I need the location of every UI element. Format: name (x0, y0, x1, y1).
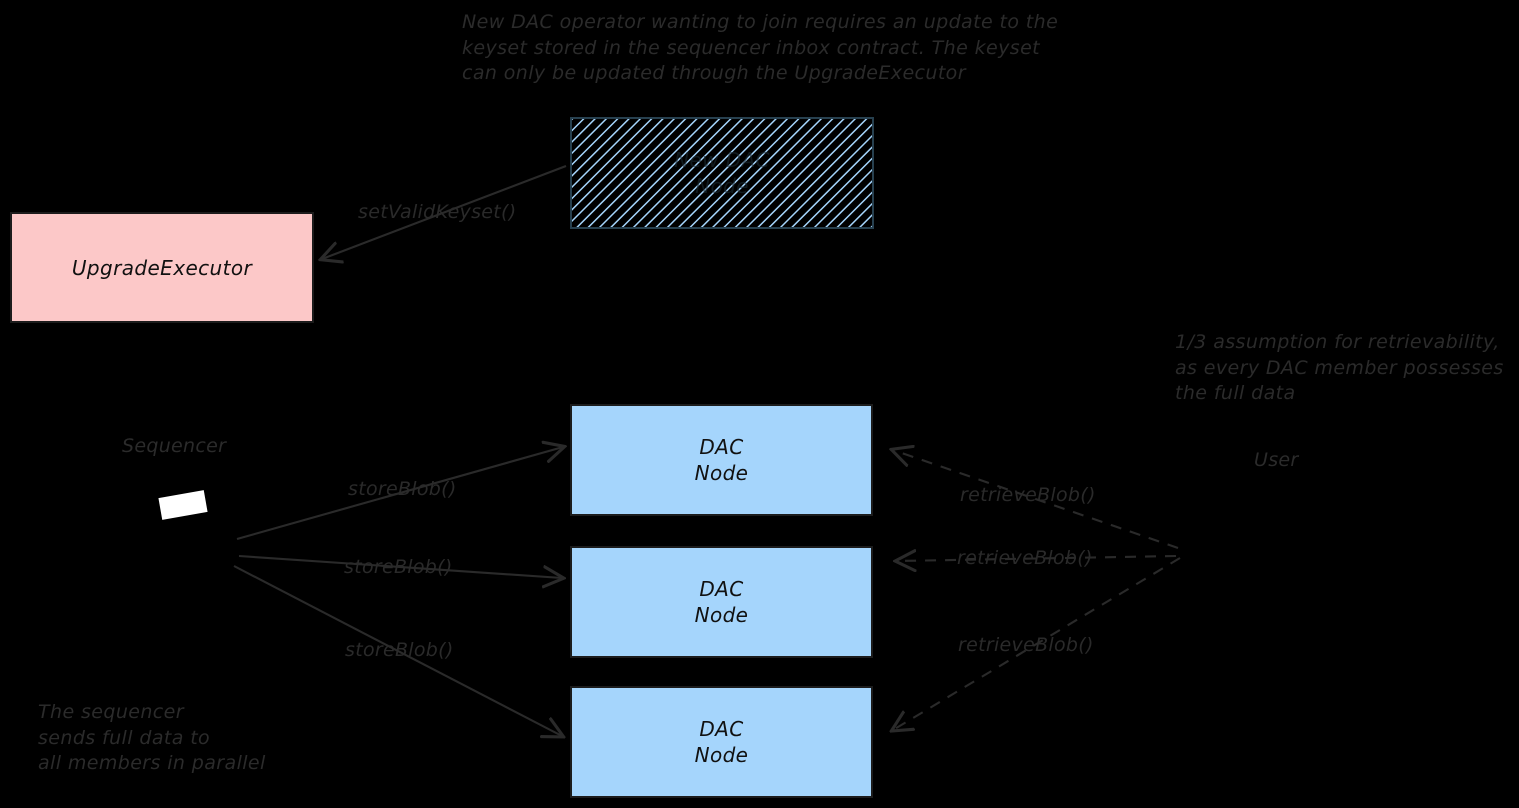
dac-node-box-1[interactable]: DAC Node (570, 404, 873, 516)
new-dac-node-box: New DAC Node (570, 117, 874, 229)
new-dac-node-hatch (570, 117, 874, 229)
arrow-store-blob-3 (233, 565, 562, 736)
dac-node-box-3[interactable]: DAC Node (570, 686, 873, 798)
upgrade-executor-label: UpgradeExecutor (71, 255, 253, 280)
edge-label-store-blob-3: storeBlob() (345, 639, 454, 661)
note-sequencer-parallel: The sequencer sends full data to all mem… (38, 701, 266, 774)
arrow-retrieve-blob-1 (893, 450, 1179, 549)
arrow-set-valid-keyset (322, 165, 567, 259)
dac-node-box-2[interactable]: DAC Node (570, 546, 873, 658)
user-label: User (1254, 449, 1299, 471)
dac-node-label: DAC Node (694, 577, 749, 627)
new-dac-node-label: New DAC Node (674, 148, 770, 198)
edge-label-store-blob-2: storeBlob() (344, 556, 453, 578)
sequencer-label: Sequencer (122, 435, 227, 457)
upgrade-executor-box[interactable]: UpgradeExecutor (10, 212, 314, 323)
edge-label-retrieve-blob-2: retrieveBlob() (957, 547, 1093, 569)
dac-node-label: DAC Node (694, 435, 749, 485)
arrow-retrieve-blob-3 (893, 557, 1181, 730)
edge-label-store-blob-1: storeBlob() (348, 478, 457, 500)
arrow-store-blob-2 (238, 554, 562, 578)
edge-label-retrieve-blob-3: retrieveBlob() (958, 634, 1094, 656)
arrow-retrieve-blob-2 (897, 556, 1177, 561)
dac-node-label: DAC Node (694, 717, 749, 767)
edge-label-set-valid-keyset: setValidKeyset() (358, 201, 517, 223)
edge-label-retrieve-blob-1: retrieveBlob() (960, 484, 1096, 506)
note-keyset-update: New DAC operator wanting to join require… (462, 11, 1059, 84)
note-retrievability: 1/3 assumption for retrievability, as ev… (1175, 331, 1504, 404)
arrow-store-blob-1 (236, 447, 563, 541)
